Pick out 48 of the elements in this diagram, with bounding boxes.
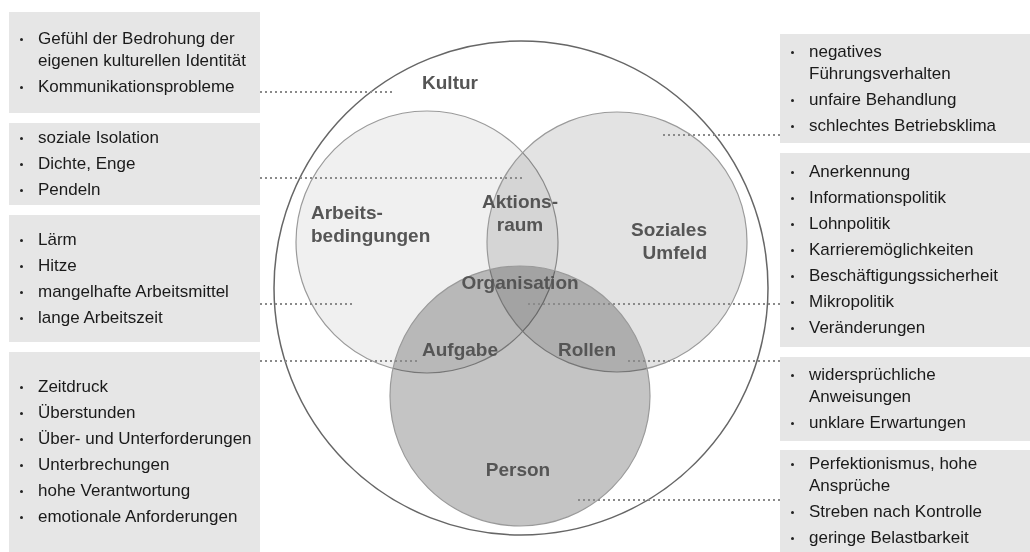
list-item: unfaire Behandlung xyxy=(809,88,957,111)
text-box xyxy=(9,12,260,113)
list-item: unklare Erwartungen xyxy=(809,412,966,434)
list-item: Kommunikationsprobleme xyxy=(38,75,235,98)
list-item: Lärm xyxy=(38,228,77,251)
text-box xyxy=(9,352,260,552)
list-item: emotionale Anforderungen xyxy=(38,506,238,528)
region-label: Organisation xyxy=(460,271,580,294)
list-item: hohe Verantwortung xyxy=(38,480,191,502)
list-item: soziale Isolation xyxy=(38,127,159,149)
list-item: Zeitdruck xyxy=(38,376,108,398)
text-box xyxy=(9,123,260,205)
list-item: Über- und Unterforderungen xyxy=(38,428,252,450)
region-label: Arbeits- bedingungen xyxy=(311,201,432,247)
leader-line xyxy=(576,499,781,501)
list-item: mangelhafte Arbeitsmittel xyxy=(38,280,229,303)
list-item: Anerkennung xyxy=(809,161,911,183)
text-box xyxy=(780,34,1030,143)
leader-line xyxy=(662,134,781,136)
list-item: Pendeln xyxy=(38,179,101,201)
list-item: Veränderungen xyxy=(809,317,926,339)
list-item: Überstunden xyxy=(38,402,136,424)
region-label: Rollen xyxy=(556,338,618,361)
region-label: Aktions- raum xyxy=(481,190,559,236)
text-box xyxy=(780,357,1030,441)
leader-line xyxy=(259,360,419,362)
list-item: Perfektionismus, hohe Ansprüche xyxy=(809,453,979,497)
leader-line xyxy=(259,303,353,305)
list-item: Streben nach Kontrolle xyxy=(809,501,982,523)
region-label: Person xyxy=(484,458,552,481)
list-item: Dichte, Enge xyxy=(38,153,136,175)
list-item: geringe Belastbarkeit xyxy=(809,527,969,549)
text-box xyxy=(9,215,260,342)
list-item: Hitze xyxy=(38,254,77,277)
list-item: Karrieremöglichkeiten xyxy=(809,239,974,261)
list-item: Lohnpolitik xyxy=(809,213,891,235)
list-item: Unterbrechungen xyxy=(38,454,170,476)
list-item: Mikropolitik xyxy=(809,291,895,313)
text-box xyxy=(780,450,1030,552)
list-item: Gefühl der Bedrohung der eigenen kulturellen Identität xyxy=(38,27,247,72)
list-item: schlechtes Betriebsklima xyxy=(809,114,997,137)
text-box xyxy=(780,153,1030,347)
region-label: Aufgabe xyxy=(421,338,499,361)
list-item: lange Arbeitszeit xyxy=(38,306,163,329)
region-label: Soziales Umfeld xyxy=(629,218,707,264)
list-item: Informationspolitik xyxy=(809,187,946,209)
list-item: Beschäftigungssicherheit xyxy=(809,265,998,287)
region-label: Kultur xyxy=(421,71,479,94)
